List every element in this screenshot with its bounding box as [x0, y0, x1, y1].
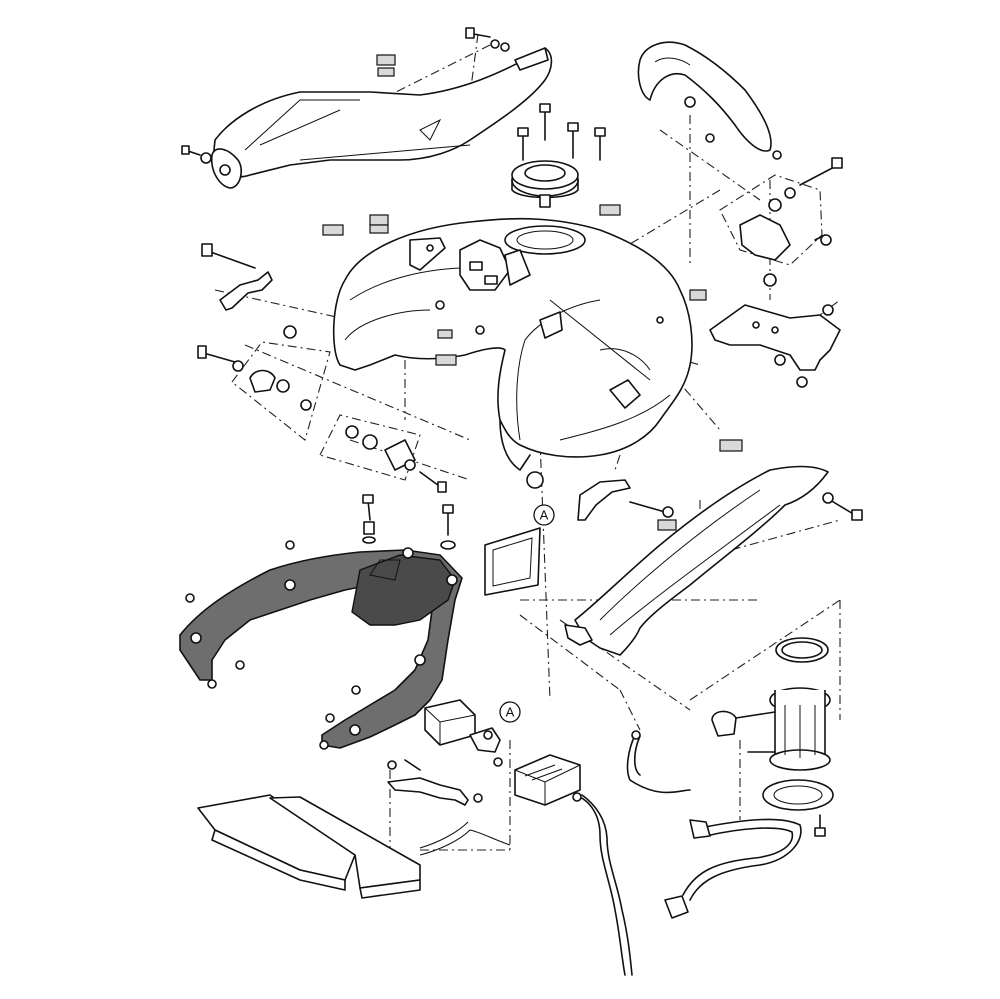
canister-hose-connector — [469, 727, 503, 767]
seat-tray — [197, 794, 421, 899]
front-tank-bracket — [201, 243, 273, 311]
callout-a-lower-label: A — [506, 705, 515, 720]
left-side-cover — [210, 47, 553, 189]
cover-screw-left — [181, 145, 212, 164]
tank-labels — [322, 204, 743, 531]
rear-grab-rail — [179, 547, 463, 750]
damper-set-upper — [197, 325, 331, 441]
left-cover-clip — [376, 54, 396, 77]
callout-a-upper-label: A — [540, 508, 549, 523]
fuel-pump-gasket — [775, 637, 829, 663]
fuel-cap-bolts — [517, 103, 606, 161]
tank-pad — [484, 527, 541, 596]
fuel-pump — [711, 687, 831, 771]
grab-rail-bolts — [185, 494, 456, 723]
charcoal-canister — [514, 754, 582, 806]
drain-hose — [574, 794, 633, 976]
tank-mount-strap — [409, 237, 446, 271]
fuel-pump-plate — [762, 779, 834, 837]
fuel-feed-hose — [664, 818, 802, 919]
relay-box — [424, 699, 476, 746]
charcoal-canister-bracket — [387, 759, 483, 806]
fuel-tank — [332, 217, 693, 471]
tank-support-bracket — [526, 471, 674, 521]
fuel-hose-left — [626, 730, 691, 794]
cover-screw-top — [465, 27, 510, 52]
right-upper-cover — [637, 41, 782, 160]
callout-a-lower: A — [499, 701, 521, 723]
tank-rear-bracket — [709, 273, 841, 388]
ignition-bracket — [719, 157, 843, 266]
fuel-cap — [511, 160, 579, 208]
callout-a-upper: A — [533, 504, 555, 526]
air-vent-hose — [419, 821, 511, 856]
damper-set-lower — [319, 414, 447, 493]
right-side-panel — [564, 465, 863, 656]
